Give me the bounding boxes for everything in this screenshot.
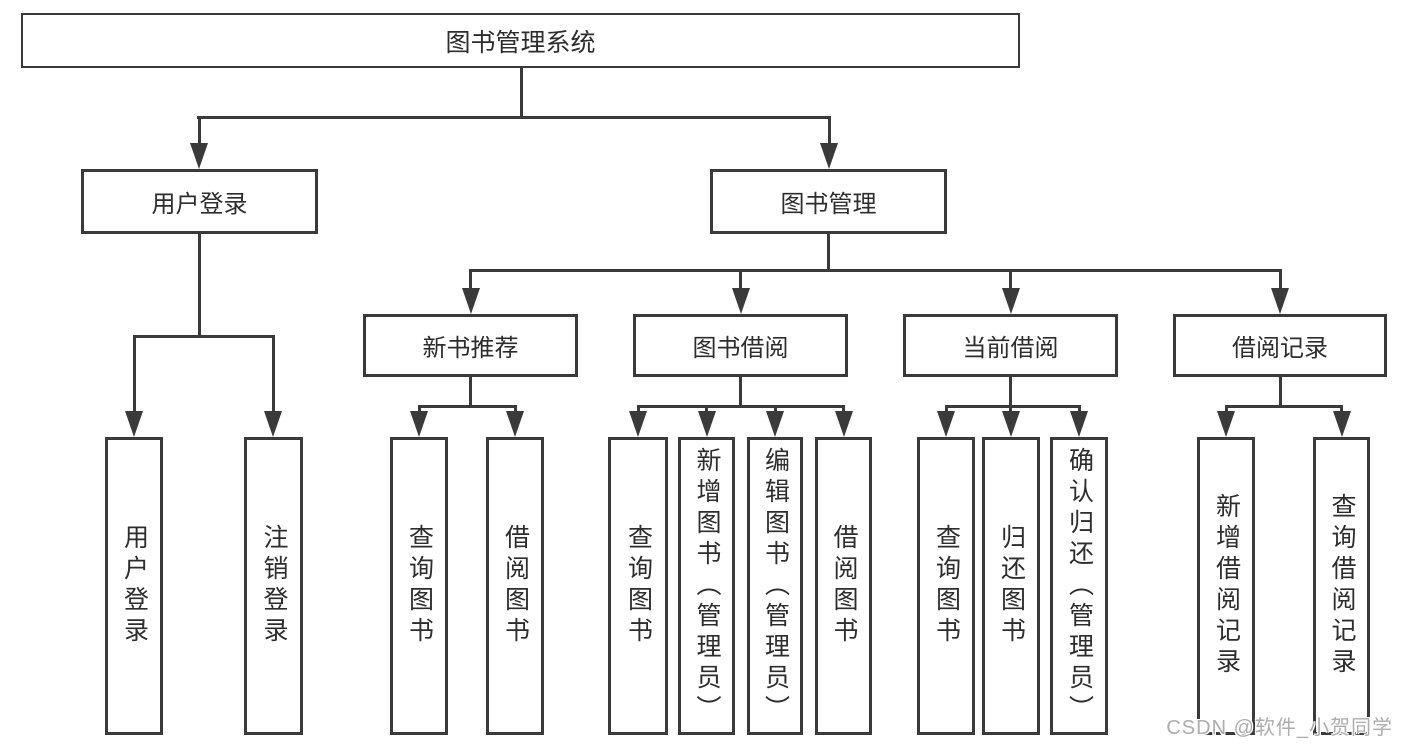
connector-recommend-stem — [469, 377, 472, 408]
leaf-add-borrow-record-label: 新增借阅记录 — [1212, 493, 1241, 679]
connector-mgmt-drop-1 — [469, 269, 472, 295]
leaf-query-books-current-label: 查询图书 — [932, 524, 961, 648]
leaf-add-book-admin-label: 新增图书（管理员） — [693, 446, 721, 726]
leaf-borrow-books-borrow: 借阅图书 — [815, 437, 872, 735]
connector-root-drop-left — [197, 116, 201, 146]
connector-login-stem — [197, 234, 201, 338]
connector-borrowing-stem — [739, 377, 742, 408]
node-current-borrowing: 当前借阅 — [903, 314, 1118, 377]
leaf-logout: 注销登录 — [244, 437, 303, 735]
watermark: CSDN @软件_小贺同学 — [1166, 717, 1393, 739]
arrowhead-down-leaf-return-book — [1001, 411, 1020, 437]
arrowhead-down-book-borrowing — [731, 288, 750, 314]
arrowhead-down-leaf-logout — [264, 411, 282, 437]
leaf-query-books-borrow-label: 查询图书 — [624, 524, 653, 648]
arrowhead-down-leaf-add-book — [697, 411, 716, 437]
connector-login-drop-2 — [271, 335, 275, 417]
leaf-return-book-label: 归还图书 — [997, 524, 1026, 648]
connector-login-drop-1 — [132, 335, 136, 417]
leaf-query-books-current: 查询图书 — [917, 437, 975, 735]
connector-current-stem — [1009, 377, 1012, 408]
leaf-query-borrow-record: 查询借阅记录 — [1313, 437, 1370, 735]
connector-root-drop-right — [827, 116, 831, 146]
arrowhead-down-current-borrowing — [1001, 288, 1020, 314]
leaf-query-books-recommend: 查询图书 — [390, 437, 448, 735]
connector-login-crossbar — [132, 335, 275, 338]
leaf-edit-book-admin-label: 编辑图书（管理员） — [761, 446, 790, 726]
leaf-user-login-label: 用户登录 — [120, 524, 149, 648]
arrowhead-down-leaf-add-record — [1217, 411, 1235, 437]
connector-mgmt-crossbar — [469, 269, 1282, 272]
leaf-query-borrow-record-label: 查询借阅记录 — [1328, 493, 1356, 679]
leaf-add-borrow-record: 新增借阅记录 — [1197, 437, 1255, 735]
connector-mgmt-drop-3 — [1009, 269, 1012, 295]
connector-mgmt-drop-2 — [739, 269, 742, 295]
arrowhead-down-leaf-user-login — [125, 411, 143, 437]
leaf-borrow-books-borrow-label: 借阅图书 — [830, 524, 858, 648]
connector-recommend-crossbar — [417, 405, 517, 408]
connector-root-stem — [520, 68, 523, 119]
connector-current-crossbar — [944, 405, 1081, 408]
node-book-management: 图书管理 — [710, 169, 947, 234]
arrowhead-down-leaf-query-record — [1332, 411, 1351, 437]
connector-borrowing-crossbar — [636, 405, 845, 408]
connector-mgmt-drop-4 — [1278, 269, 1282, 295]
node-borrow-records: 借阅记录 — [1173, 314, 1387, 377]
node-user-login: 用户登录 — [81, 169, 318, 234]
node-new-book-recommend: 新书推荐 — [363, 314, 578, 377]
leaf-add-book-admin: 新增图书（管理员） — [678, 437, 735, 735]
leaf-logout-label: 注销登录 — [260, 524, 288, 648]
leaf-edit-book-admin: 编辑图书（管理员） — [747, 437, 803, 735]
arrowhead-down-leaf-query-borrow — [629, 411, 647, 437]
leaf-borrow-books-recommend: 借阅图书 — [486, 437, 544, 735]
arrowhead-down-leaf-query-recommend — [410, 411, 428, 437]
arrowhead-down-leaf-query-current — [937, 411, 955, 437]
leaf-confirm-return-admin: 确认归还（管理员） — [1050, 437, 1108, 735]
connector-root-crossbar — [197, 116, 831, 119]
leaf-query-books-borrow: 查询图书 — [608, 437, 668, 735]
connector-records-crossbar — [1224, 405, 1343, 408]
node-library-management-system: 图书管理系统 — [21, 13, 1020, 68]
arrowhead-down-leaf-borrow-recommend — [506, 411, 524, 437]
leaf-query-books-recommend-label: 查询图书 — [405, 524, 434, 648]
connector-records-stem — [1278, 377, 1282, 408]
arrowhead-down-leaf-confirm-return — [1070, 411, 1088, 437]
arrowhead-down-leaf-borrow-book — [834, 411, 853, 437]
arrowhead-down-user-login — [190, 143, 208, 169]
leaf-user-login: 用户登录 — [105, 437, 163, 735]
node-book-borrowing: 图书借阅 — [633, 314, 848, 377]
arrowhead-down-borrow-records — [1271, 288, 1289, 314]
arrowhead-down-leaf-edit-book — [766, 411, 784, 437]
leaf-confirm-return-admin-label: 确认归还（管理员） — [1065, 446, 1094, 726]
connector-mgmt-stem — [827, 234, 830, 272]
arrowhead-down-book-management — [820, 143, 838, 169]
leaf-borrow-books-recommend-label: 借阅图书 — [501, 524, 530, 648]
leaf-return-book: 归还图书 — [982, 437, 1040, 735]
arrowhead-down-new-book-recommend — [461, 288, 480, 314]
